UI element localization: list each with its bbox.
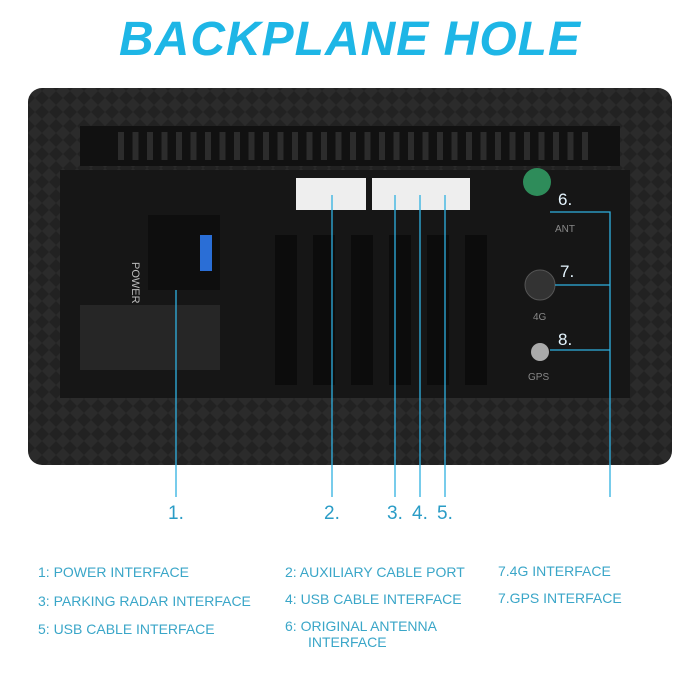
vent-slot bbox=[306, 132, 313, 160]
vent-slot bbox=[205, 132, 211, 160]
gps-label: GPS bbox=[528, 372, 549, 383]
legend-item: 7.4G INTERFACE bbox=[498, 563, 611, 579]
callout-4: 4. bbox=[412, 503, 428, 524]
vent-slot bbox=[234, 132, 240, 160]
power-connector-tab bbox=[200, 235, 212, 271]
usb-connectors bbox=[372, 178, 470, 210]
vent-slot bbox=[335, 132, 342, 160]
4g-port bbox=[524, 269, 556, 301]
rib bbox=[351, 235, 373, 385]
rib bbox=[313, 235, 335, 385]
vent-slot bbox=[219, 132, 226, 160]
vent-slot bbox=[524, 132, 530, 160]
callout-6: 6. bbox=[558, 190, 573, 209]
power-label: POWER bbox=[129, 262, 141, 304]
vent-slot bbox=[553, 132, 559, 160]
vent-slot bbox=[364, 132, 371, 160]
vent-slot bbox=[161, 132, 168, 160]
vent-slot bbox=[408, 132, 414, 160]
legend-item: 4: USB CABLE INTERFACE bbox=[285, 591, 462, 607]
vent-slot bbox=[451, 132, 458, 160]
rib bbox=[465, 235, 487, 385]
vent-slot bbox=[495, 132, 501, 160]
callout-lines bbox=[175, 195, 611, 497]
legend-item: 6: ORIGINAL ANTENNA bbox=[285, 618, 437, 634]
aux-connector bbox=[296, 178, 366, 210]
callout-7: 7. bbox=[560, 262, 575, 281]
legend-item: 7.GPS INTERFACE bbox=[498, 590, 622, 606]
4g-label: 4G bbox=[533, 312, 547, 323]
vent-slot bbox=[248, 132, 255, 160]
vent-slot bbox=[422, 132, 429, 160]
legend-item: 1: POWER INTERFACE bbox=[38, 564, 189, 580]
rib bbox=[275, 235, 297, 385]
ant-label: ANT bbox=[555, 224, 575, 235]
gps-port bbox=[531, 343, 549, 361]
rib bbox=[389, 235, 411, 385]
vent-slot bbox=[132, 132, 139, 160]
legend-item: 5: USB CABLE INTERFACE bbox=[38, 621, 215, 637]
vent-slot bbox=[277, 132, 284, 160]
vent-slot bbox=[321, 132, 327, 160]
callout-3: 3. bbox=[387, 503, 403, 524]
callout-8: 8. bbox=[558, 330, 573, 349]
callout-1: 1. bbox=[168, 503, 184, 524]
vent-slot bbox=[263, 132, 269, 160]
vent-slot bbox=[509, 132, 516, 160]
vent-slot bbox=[582, 132, 588, 160]
callout-5: 5. bbox=[437, 503, 453, 524]
legend-item: 2: AUXILIARY CABLE PORT bbox=[285, 564, 465, 580]
antenna-port bbox=[523, 168, 551, 196]
vent-slot bbox=[393, 132, 400, 160]
legend-item: 3: PARKING RADAR INTERFACE bbox=[38, 593, 251, 609]
title: BACKPLANE HOLE bbox=[118, 13, 581, 66]
vent-slot bbox=[118, 132, 124, 160]
vent-slot bbox=[538, 132, 545, 160]
vent-slot bbox=[466, 132, 472, 160]
vent-slot bbox=[437, 132, 443, 160]
rib bbox=[427, 235, 449, 385]
legend-item: INTERFACE bbox=[308, 634, 387, 650]
vent-slot bbox=[176, 132, 182, 160]
vent-slot bbox=[567, 132, 574, 160]
cover-plate bbox=[80, 305, 220, 370]
callout-2: 2. bbox=[324, 503, 340, 524]
vent-slot bbox=[190, 132, 197, 160]
vent-slot bbox=[350, 132, 356, 160]
vent-slot bbox=[147, 132, 153, 160]
vent-slot bbox=[379, 132, 385, 160]
vent-slot bbox=[480, 132, 487, 160]
vent-slot bbox=[292, 132, 298, 160]
